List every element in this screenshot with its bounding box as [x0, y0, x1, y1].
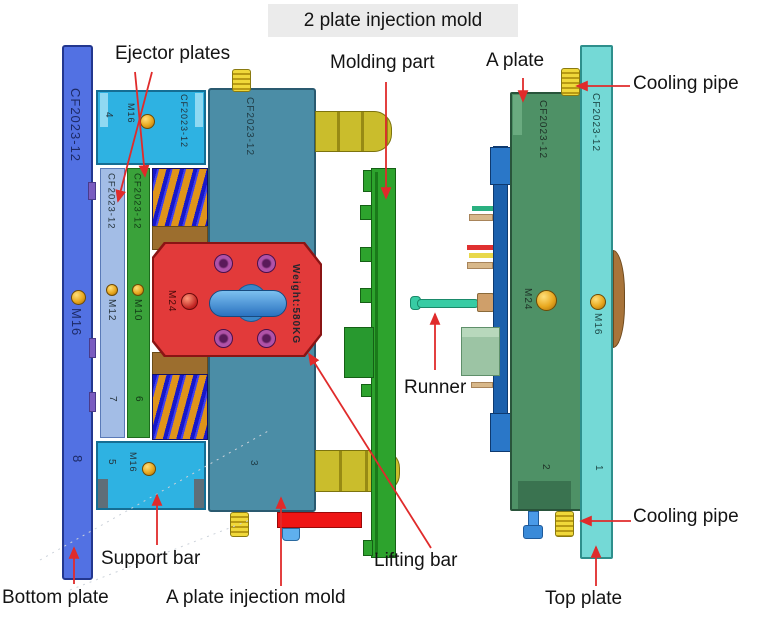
runner-shape [417, 299, 479, 308]
clip-shape [88, 182, 96, 200]
molding-part-boss [360, 288, 372, 303]
bushing-icon [214, 329, 233, 348]
bottom-plate-code: CF2023-12 [68, 88, 83, 163]
label-support-bar: Support bar [101, 548, 201, 569]
core-plate-bolt: M24 [166, 290, 177, 313]
label-top-plate: Top plate [545, 588, 623, 609]
a-plate-number: 2 [540, 464, 551, 471]
clamp-notch [100, 93, 108, 127]
bolt-icon [132, 284, 144, 296]
top-plate-number: 1 [593, 465, 604, 472]
bushing-icon [257, 329, 276, 348]
bushing-icon [214, 254, 233, 273]
pin-shape [472, 206, 493, 211]
b-plate-code: CF2023-12 [244, 97, 255, 157]
pin-shape [467, 245, 493, 250]
top-plate-code: CF2023-12 [590, 93, 601, 153]
label-runner: Runner [404, 377, 467, 398]
pin-shape [469, 253, 493, 258]
b-plate-number: 3 [248, 460, 259, 467]
support-block-bolt: M16 [128, 452, 138, 473]
support-block-number: 5 [106, 459, 117, 466]
bolt-icon [590, 294, 606, 310]
bottom-plate-bolt: M16 [69, 308, 84, 337]
clip-shape [89, 338, 96, 358]
label-a-plate-injection-mold: A plate injection mold [166, 587, 346, 608]
foot-tab [98, 479, 108, 508]
core-plate-shape: M24 Weight:580KG [152, 242, 322, 357]
ejector-plate-b-number: 6 [133, 396, 144, 403]
molding-part-rib [375, 172, 378, 554]
molding-part-boss [360, 205, 372, 220]
guide-bush-shape [315, 111, 392, 152]
foot-tab [194, 479, 204, 508]
bolt-icon [181, 293, 198, 310]
label-cooling-pipe-bottom: Cooling pipe [633, 506, 739, 527]
label-ejector-plates: Ejector plates [115, 43, 231, 64]
ejector-plate-b-code: CF2023-12 [131, 173, 143, 230]
ejector-plate-a-code: CF2023-12 [105, 173, 117, 230]
pin-shape [471, 382, 493, 388]
clamp-notch [195, 93, 203, 127]
pin-shape [469, 214, 493, 221]
cooling-fitting-icon [561, 68, 580, 96]
bolt-icon [71, 290, 86, 305]
bolt-icon [142, 462, 156, 476]
label-a-plate: A plate [486, 50, 545, 71]
ejector-housing-code: CF2023-12 [179, 94, 189, 149]
clip-shape [89, 392, 96, 412]
ejector-plate-b-bolt: M10 [132, 299, 143, 322]
cooling-fitting-icon [555, 511, 574, 537]
top-plate-bolt: M16 [592, 313, 603, 336]
pin-shape [467, 262, 493, 269]
molding-part-block [344, 327, 374, 378]
bolt-icon [140, 114, 155, 129]
a-plate-bolt: M24 [522, 288, 533, 311]
stop-pin-shape [282, 528, 300, 541]
clamp-block [490, 147, 511, 185]
ejector-plate-a-number: 7 [107, 396, 118, 403]
molding-part-boss [361, 384, 372, 397]
ejector-housing-bolt: M16 [126, 103, 136, 124]
label-cooling-pipe-top: Cooling pipe [633, 73, 739, 94]
sprue-boss [477, 293, 494, 312]
label-lifting-bar: Lifting bar [374, 550, 458, 571]
ejector-springs-top [152, 168, 208, 232]
bolt-icon [106, 284, 118, 296]
clamp-plate-shape [493, 146, 508, 452]
locating-block-top [462, 328, 499, 337]
ejector-housing-number: 4 [103, 112, 114, 119]
locating-ring-shape [613, 250, 625, 348]
cooling-fitting-icon [232, 69, 251, 92]
molding-part-foot [363, 540, 373, 556]
clamp-notch [513, 95, 522, 135]
molding-part-boss [360, 247, 372, 262]
core-plate-weight: Weight:580KG [290, 264, 301, 345]
bolt-head [523, 525, 543, 539]
support-bar-shape [277, 512, 362, 528]
clamp-block [490, 413, 511, 452]
bottom-plate-number: 8 [70, 455, 85, 464]
diagram-title: 2 plate injection mold [268, 4, 518, 37]
a-plate-recess [518, 481, 571, 509]
label-molding-part: Molding part [330, 52, 435, 73]
a-plate-code: CF2023-12 [537, 100, 548, 160]
cooling-fitting-icon [230, 512, 249, 537]
ejector-plate-a-bolt: M12 [106, 299, 117, 322]
bushing-icon [257, 254, 276, 273]
lifting-bar-shape [209, 290, 287, 317]
ejector-springs-bottom [152, 374, 208, 440]
label-bottom-plate: Bottom plate [2, 587, 109, 608]
bolt-icon [536, 290, 557, 311]
molding-part-step [363, 170, 372, 192]
